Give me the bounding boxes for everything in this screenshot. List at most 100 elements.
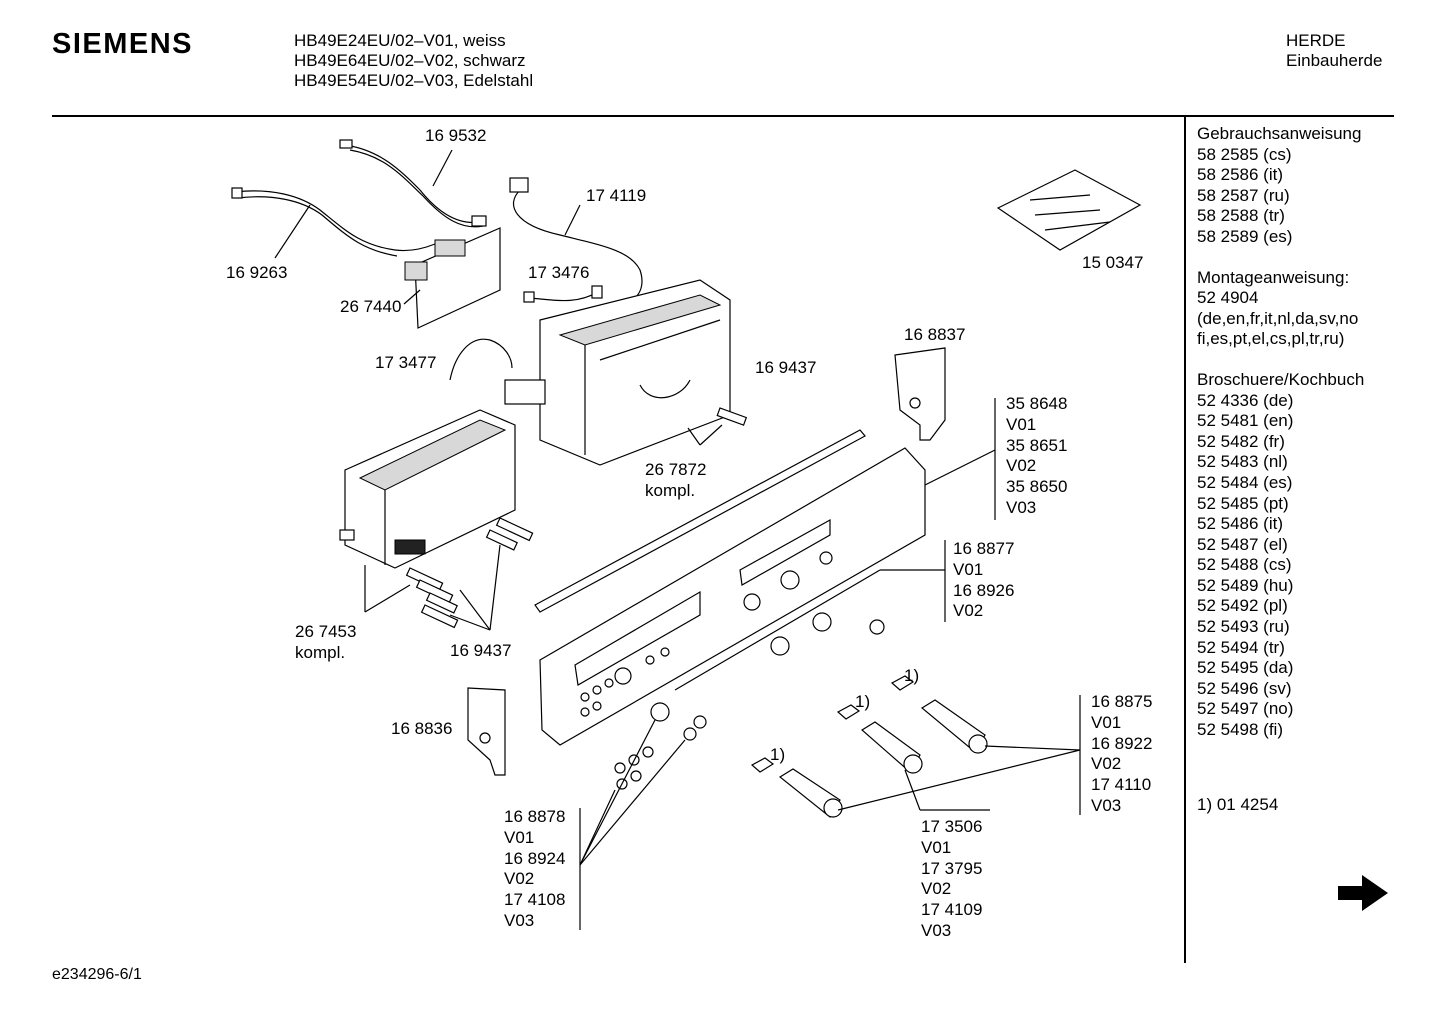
sidebar-line: 52 5485 (pt) xyxy=(1197,493,1289,513)
document-id: e234296-6/1 xyxy=(52,966,142,983)
part-label: 16 8875 xyxy=(1091,692,1153,711)
part-label: 16 8837 xyxy=(904,325,966,344)
sidebar-line: Broschuere/Kochbuch xyxy=(1197,369,1365,389)
sidebar-line: 52 5489 (hu) xyxy=(1197,575,1294,595)
model-line: HB49E54EU/02–V03, Edelstahl xyxy=(294,71,534,90)
part-label: 17 4119 xyxy=(586,186,647,205)
sidebar-line: 52 5496 (sv) xyxy=(1197,678,1292,698)
wire-harness-169532 xyxy=(339,139,487,228)
sidebar-line: Gebrauchsanweisung xyxy=(1197,124,1362,143)
part-label: 16 8878 xyxy=(504,807,566,826)
connector-pins xyxy=(405,407,748,629)
part-label-group: 26 7453 kompl. xyxy=(295,622,356,664)
part-label: 17 4110 xyxy=(1091,775,1152,795)
model-line: HB49E24EU/02–V01, weiss xyxy=(294,31,506,50)
sidebar-line: 52 5483 (nl) xyxy=(1197,452,1288,472)
part-label: V02 xyxy=(1006,456,1037,476)
arrow-right-icon[interactable] xyxy=(1336,872,1392,914)
part-label: 17 4108 xyxy=(504,890,566,910)
part-label: V03 xyxy=(1091,795,1122,815)
cable-173476 xyxy=(523,285,603,303)
sidebar-line: 58 2589 (es) xyxy=(1197,226,1293,246)
part-label: V01 xyxy=(953,559,984,579)
trim-rail xyxy=(534,429,866,613)
part-label: V01 xyxy=(1091,712,1122,732)
sidebar: Gebrauchsanweisung 58 2585 (cs) 58 2586 … xyxy=(1197,124,1364,815)
brand-logo: SIEMENS xyxy=(52,28,194,60)
sidebar-line: 52 4904 xyxy=(1197,288,1259,308)
part-label: 16 8924 xyxy=(504,848,566,868)
sidebar-line: 52 5497 (no) xyxy=(1197,699,1294,719)
sidebar-line: 52 5486 (it) xyxy=(1197,514,1283,534)
part-label: 35 8648 xyxy=(1006,394,1068,413)
footnote-marker: 1) xyxy=(855,692,871,711)
part-label: 17 4109 xyxy=(921,900,983,920)
sidebar-line: 52 5487 (el) xyxy=(1197,534,1288,554)
sidebar-line: 52 5495 (da) xyxy=(1197,658,1294,678)
footnote: 1) 01 4254 xyxy=(1197,794,1279,814)
part-label: 16 9532 xyxy=(425,126,487,145)
part-label-group: 26 7872 kompl. xyxy=(645,460,706,502)
part-label: 26 7440 xyxy=(340,297,402,316)
part-label-group: 16 8878 V01 16 8924 V02 17 4108 V03 xyxy=(504,807,565,932)
part-label: V02 xyxy=(1091,754,1122,774)
sidebar-line: 52 4336 (de) xyxy=(1197,390,1294,410)
part-label-group: 17 3506 V01 17 3795 V02 17 4109 V03 xyxy=(921,817,982,942)
sidebar-line: 52 5498 (fi) xyxy=(1197,720,1283,740)
sidebar-line: 52 5493 (ru) xyxy=(1197,617,1290,637)
category: HERDE Einbauherde xyxy=(1286,31,1382,71)
part-label: 16 9263 xyxy=(226,263,288,282)
model-line: HB49E64EU/02–V02, schwarz xyxy=(294,51,526,70)
part-label: 26 7872 xyxy=(645,460,707,479)
circuit-board-267440 xyxy=(404,227,501,329)
part-label: 17 3506 xyxy=(921,817,983,836)
part-label: V01 xyxy=(504,827,535,847)
sidebar-line: fi,es,pt,el,cs,pl,tr,ru) xyxy=(1197,329,1345,349)
relay-module-lower xyxy=(339,409,516,569)
category-line: Einbauherde xyxy=(1286,51,1383,70)
sidebar-line: 58 2588 (tr) xyxy=(1197,206,1285,226)
part-label: 35 8651 xyxy=(1006,435,1068,455)
part-label: 17 3795 xyxy=(921,858,983,878)
category-line: HERDE xyxy=(1286,31,1346,50)
part-label: V03 xyxy=(504,910,535,930)
sidebar-line: 58 2587 (ru) xyxy=(1197,185,1290,205)
footnote-marker: 1) xyxy=(904,666,920,685)
part-label: 16 9437 xyxy=(755,358,817,377)
wire-harness-174119 xyxy=(509,177,643,301)
control-panel-358648 xyxy=(539,447,926,746)
bracket-168836 xyxy=(467,687,506,776)
part-label: V03 xyxy=(921,920,952,940)
sidebar-line: 58 2586 (it) xyxy=(1197,165,1283,185)
sidebar-line: 52 5494 (tr) xyxy=(1197,637,1285,657)
relay-module-upper xyxy=(504,279,731,466)
wire-harness-169263 xyxy=(231,187,436,257)
part-label: 17 3476 xyxy=(528,263,590,282)
exploded-view-diagram xyxy=(231,139,1142,930)
part-label: kompl. xyxy=(295,642,346,662)
part-label: 26 7453 xyxy=(295,622,357,641)
part-label: V03 xyxy=(1006,497,1037,517)
cable-173477 xyxy=(449,338,513,381)
part-label: 16 8922 xyxy=(1091,733,1153,753)
sidebar-group-manual: Gebrauchsanweisung 58 2585 (cs) 58 2586 … xyxy=(1197,124,1364,248)
sidebar-line: 58 2585 (cs) xyxy=(1197,144,1292,164)
sidebar-divider xyxy=(1184,117,1186,963)
part-label-group: 16 8875 V01 16 8922 V02 17 4110 V03 xyxy=(1091,692,1152,817)
footnote-marker: 1) xyxy=(770,745,786,764)
sidebar-line: 52 5484 (es) xyxy=(1197,472,1293,492)
part-label-group: 16 8877 V01 16 8926 V02 xyxy=(953,539,1014,622)
part-label: kompl. xyxy=(645,480,696,500)
part-label: 16 9437 xyxy=(450,641,512,660)
sidebar-line: (de,en,fr,it,nl,da,sv,no xyxy=(1197,308,1359,328)
sidebar-group-brochure: Broschuere/Kochbuch 52 4336 (de) 52 5481… xyxy=(1197,370,1364,741)
part-label: V01 xyxy=(921,837,952,857)
sidebar-line: 52 5481 (en) xyxy=(1197,411,1294,431)
part-label: 15 0347 xyxy=(1082,253,1144,272)
part-label: 16 8877 xyxy=(953,539,1015,558)
knob-shafts xyxy=(750,675,988,818)
part-label: V02 xyxy=(921,879,952,899)
header-divider xyxy=(52,115,1394,117)
part-label: V02 xyxy=(953,601,984,621)
part-label: 35 8650 xyxy=(1006,477,1068,497)
